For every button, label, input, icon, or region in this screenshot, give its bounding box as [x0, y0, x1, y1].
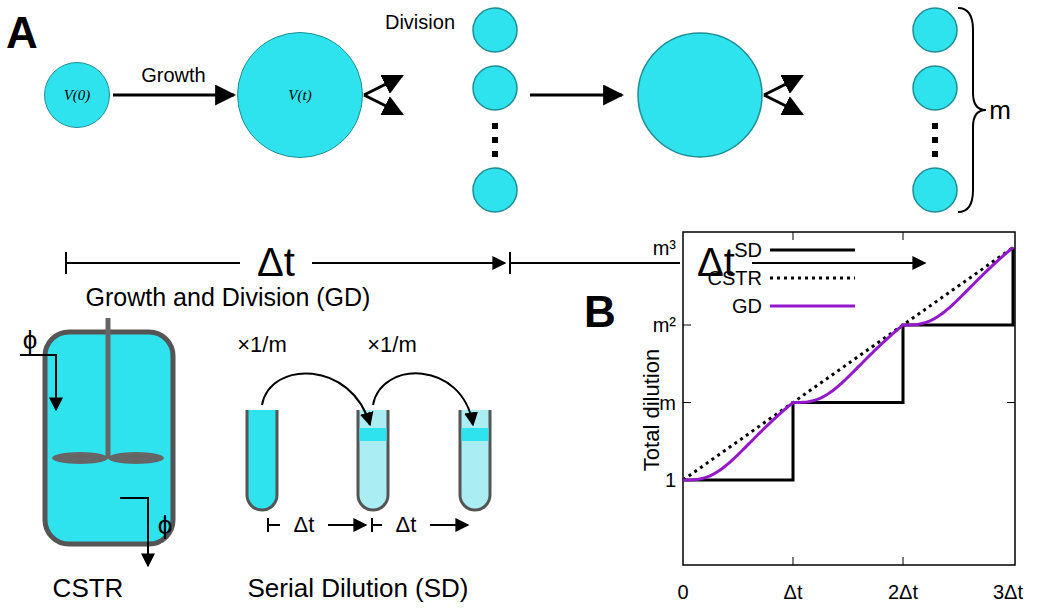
growth-arrow — [113, 94, 234, 97]
label: m — [659, 392, 676, 414]
cstr-vessel — [20, 318, 173, 566]
legend-sample — [770, 305, 855, 308]
legend-text: GD — [732, 295, 762, 317]
label: 0 — [677, 581, 688, 603]
label: 1 — [665, 469, 676, 491]
label: CSTR — [53, 574, 124, 603]
sd-curve — [683, 248, 1013, 481]
test-tubes — [247, 373, 490, 532]
label: Division — [385, 11, 455, 33]
label: Δt — [257, 240, 295, 284]
volume-label: V(t) — [288, 87, 311, 104]
legend-sample — [770, 277, 855, 280]
ellipsis-dots — [492, 123, 938, 157]
cell-circle: V(0) — [44, 62, 110, 128]
volume-label: V(0) — [64, 87, 91, 104]
label: Δt — [294, 513, 315, 537]
plot — [683, 232, 1015, 565]
brace — [958, 8, 986, 212]
label: Δt — [784, 581, 803, 603]
cstr-curve — [683, 248, 1013, 481]
edge-label: Growth — [141, 64, 205, 86]
label: ×1/m — [237, 333, 287, 357]
label: B — [584, 288, 616, 336]
label: m² — [653, 314, 676, 336]
legend-text: CSTR — [708, 267, 762, 289]
label: m — [989, 96, 1011, 125]
cell-circle: V(t) — [237, 32, 363, 158]
legend-sample — [770, 249, 855, 252]
label: 3Δt — [993, 581, 1023, 603]
label: Serial Dilution (SD) — [247, 574, 468, 603]
label: 2Δt — [888, 581, 918, 603]
daughter-cells — [473, 8, 957, 212]
label: m³ — [653, 237, 676, 259]
label: Growth and Division (GD) — [86, 284, 371, 312]
label: ϕ — [23, 326, 38, 355]
timeline — [66, 252, 925, 274]
label: ×1/m — [367, 333, 417, 357]
label: Δt — [396, 513, 417, 537]
gd-curve — [683, 248, 1013, 481]
legend-text: SD — [734, 239, 762, 261]
label: A — [6, 9, 38, 57]
label: ϕ — [158, 511, 173, 540]
